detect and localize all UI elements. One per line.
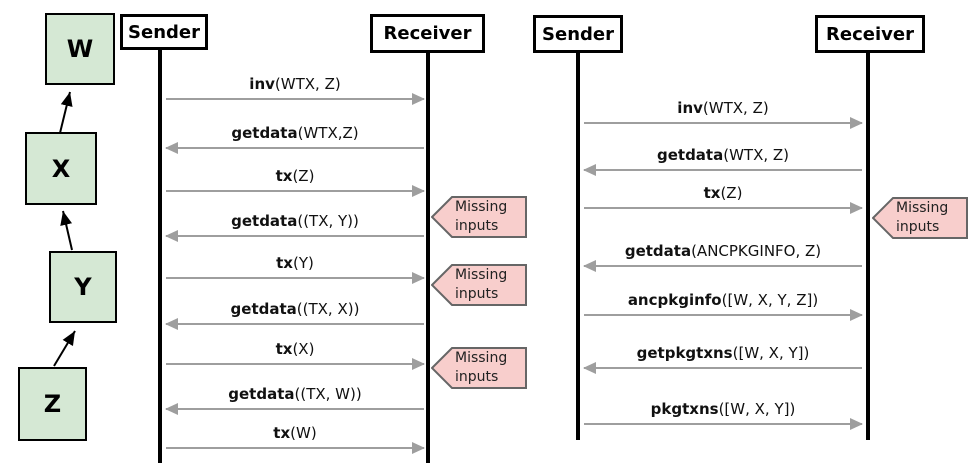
message-label: tx(W) xyxy=(273,424,317,442)
arrowhead-icon xyxy=(165,142,178,154)
message-arrow-right xyxy=(166,442,425,454)
message-label: inv(WTX, Z) xyxy=(249,75,341,93)
diagram2-receiver-lifeline xyxy=(866,53,870,440)
arrowhead-icon xyxy=(165,230,178,242)
callout-text: Missing inputs xyxy=(455,350,508,385)
arrowhead-icon xyxy=(583,260,596,272)
callout-text: Missing inputs xyxy=(896,200,949,235)
message-label: getdata(WTX, Z) xyxy=(656,146,790,164)
arrowhead-icon xyxy=(850,202,863,214)
message-arrow-right xyxy=(166,185,425,197)
message-label: getpkgtxns([W, X, Y]) xyxy=(636,344,810,362)
message-label: inv(WTX, Z) xyxy=(677,99,769,117)
message-arrow-right xyxy=(584,117,863,129)
diagram2-sender-lifeline xyxy=(576,53,580,440)
dependency-arrow-y-to-x xyxy=(60,210,73,251)
message-arrow-right xyxy=(166,358,425,370)
message-arrow-right xyxy=(584,202,863,214)
message-label: tx(Y) xyxy=(276,254,314,272)
arrowhead-icon xyxy=(165,403,178,415)
callout-text: Missing inputs xyxy=(455,267,508,302)
missing-inputs-callout: Missing inputs xyxy=(431,264,528,306)
message-label: tx(Z) xyxy=(703,184,743,202)
message-arrow-left xyxy=(165,318,424,330)
arrowhead-icon xyxy=(412,185,425,197)
callout-pennant-shape xyxy=(431,196,527,238)
message-label: getdata(ANCPKGINFO, Z) xyxy=(624,242,822,260)
dependency-arrow-x-to-w xyxy=(59,91,73,134)
message-arrow-right xyxy=(166,272,425,284)
arrowhead-icon xyxy=(850,418,863,430)
diagram1-receiver-lifeline xyxy=(426,53,430,463)
message-label: getdata((TX, Y)) xyxy=(231,212,359,230)
message-label: pkgtxns([W, X, Y]) xyxy=(650,400,796,418)
message-arrow-left xyxy=(583,164,862,176)
message-arrow-right xyxy=(584,309,863,321)
dependency-arrow-z-to-y xyxy=(53,330,76,367)
message-arrow-left xyxy=(165,142,424,154)
message-label: tx(X) xyxy=(275,340,315,358)
tx-node-y: Y xyxy=(49,251,117,323)
callout-pennant-shape xyxy=(872,197,968,239)
tx-node-w: W xyxy=(45,13,115,85)
arrowhead-icon xyxy=(412,272,425,284)
arrowhead-icon xyxy=(850,309,863,321)
message-arrow-right xyxy=(584,418,863,430)
arrowhead-icon xyxy=(165,318,178,330)
missing-inputs-callout: Missing inputs xyxy=(431,347,528,389)
message-label: getdata((TX, W)) xyxy=(228,385,362,403)
callout-pennant-shape xyxy=(431,264,527,306)
missing-inputs-callout: Missing inputs xyxy=(872,197,969,239)
arrowhead-icon xyxy=(412,93,425,105)
arrowhead-icon xyxy=(583,362,596,374)
missing-inputs-callout: Missing inputs xyxy=(431,196,528,238)
callout-text: Missing inputs xyxy=(455,199,508,234)
message-arrow-left xyxy=(165,403,424,415)
message-arrow-left xyxy=(165,230,424,242)
arrowhead-icon xyxy=(412,442,425,454)
diagram2-sender-box: Sender xyxy=(533,15,623,53)
arrowhead-icon xyxy=(583,164,596,176)
message-label: getdata((TX, X)) xyxy=(230,300,360,318)
message-arrow-left xyxy=(583,260,862,272)
message-label: getdata(WTX,Z) xyxy=(231,124,359,142)
arrowhead-icon xyxy=(412,358,425,370)
message-label: tx(Z) xyxy=(275,167,315,185)
diagram1-receiver-box: Receiver xyxy=(370,14,485,53)
diagram1-sender-lifeline xyxy=(158,50,162,463)
message-arrow-left xyxy=(583,362,862,374)
message-arrow-right xyxy=(166,93,425,105)
diagram1-sender-box: Sender xyxy=(120,14,208,50)
tx-node-x: X xyxy=(25,132,97,205)
message-label: ancpkginfo([W, X, Y, Z]) xyxy=(627,291,819,309)
arrowhead-icon xyxy=(850,117,863,129)
tx-node-z: Z xyxy=(18,367,87,441)
callout-pennant-shape xyxy=(431,347,527,389)
diagram2-receiver-box: Receiver xyxy=(815,15,925,53)
